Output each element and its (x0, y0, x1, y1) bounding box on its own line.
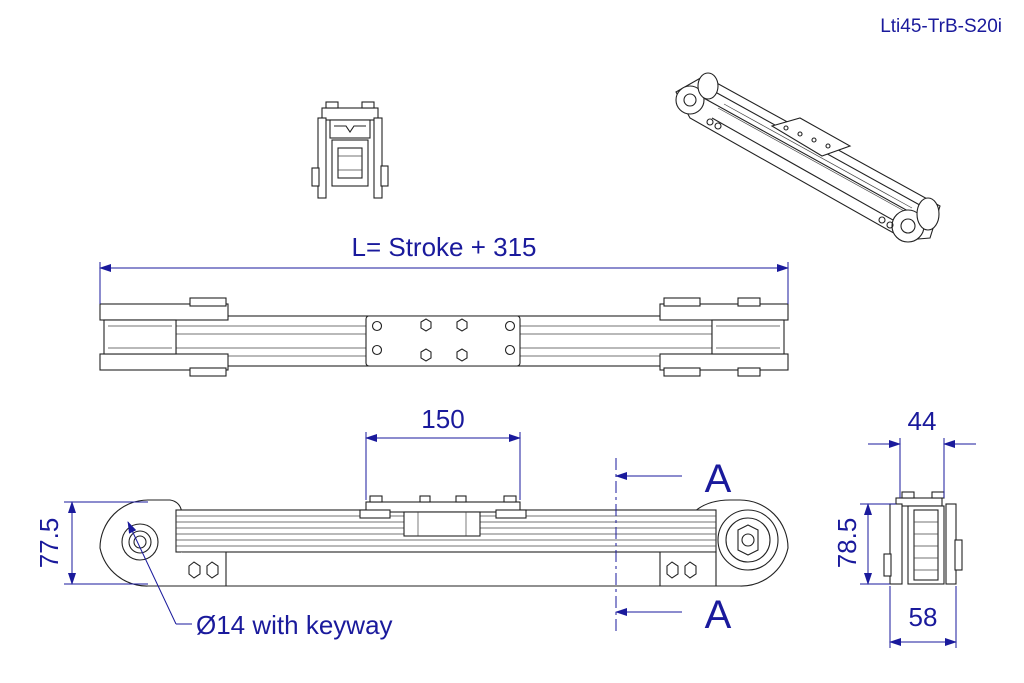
drawing-title: Lti45-TrB-S20i (880, 16, 1002, 37)
side-view (99, 458, 789, 632)
width-dimension-bottom: 58 (889, 586, 957, 648)
length-dimension: L= Stroke + 315 (99, 232, 789, 304)
shaft-label: Ø14 with keyway (196, 610, 393, 640)
section-label-bottom: A (705, 593, 732, 637)
width-bottom-label: 58 (909, 602, 938, 632)
shaft-leader: Ø14 with keyway (127, 521, 393, 640)
section-view (883, 491, 963, 585)
width-dimension-top: 44 (868, 406, 976, 498)
carriage-dimension: 150 (365, 404, 521, 500)
plan-view (99, 297, 789, 377)
section-marker-bottom: A (615, 593, 732, 637)
width-top-label: 44 (908, 406, 937, 436)
height-right-label: 78.5 (832, 518, 862, 569)
end-view-small (311, 101, 389, 199)
section-marker-top: A (615, 457, 732, 501)
height-dimension-right: 78.5 (832, 503, 896, 585)
isometric-view (675, 72, 941, 243)
height-dimension-left: 77.5 (34, 501, 148, 585)
section-label-top: A (705, 457, 732, 501)
carriage-length-label: 150 (421, 404, 464, 434)
height-left-label: 77.5 (34, 518, 64, 569)
length-label: L= Stroke + 315 (351, 232, 536, 262)
